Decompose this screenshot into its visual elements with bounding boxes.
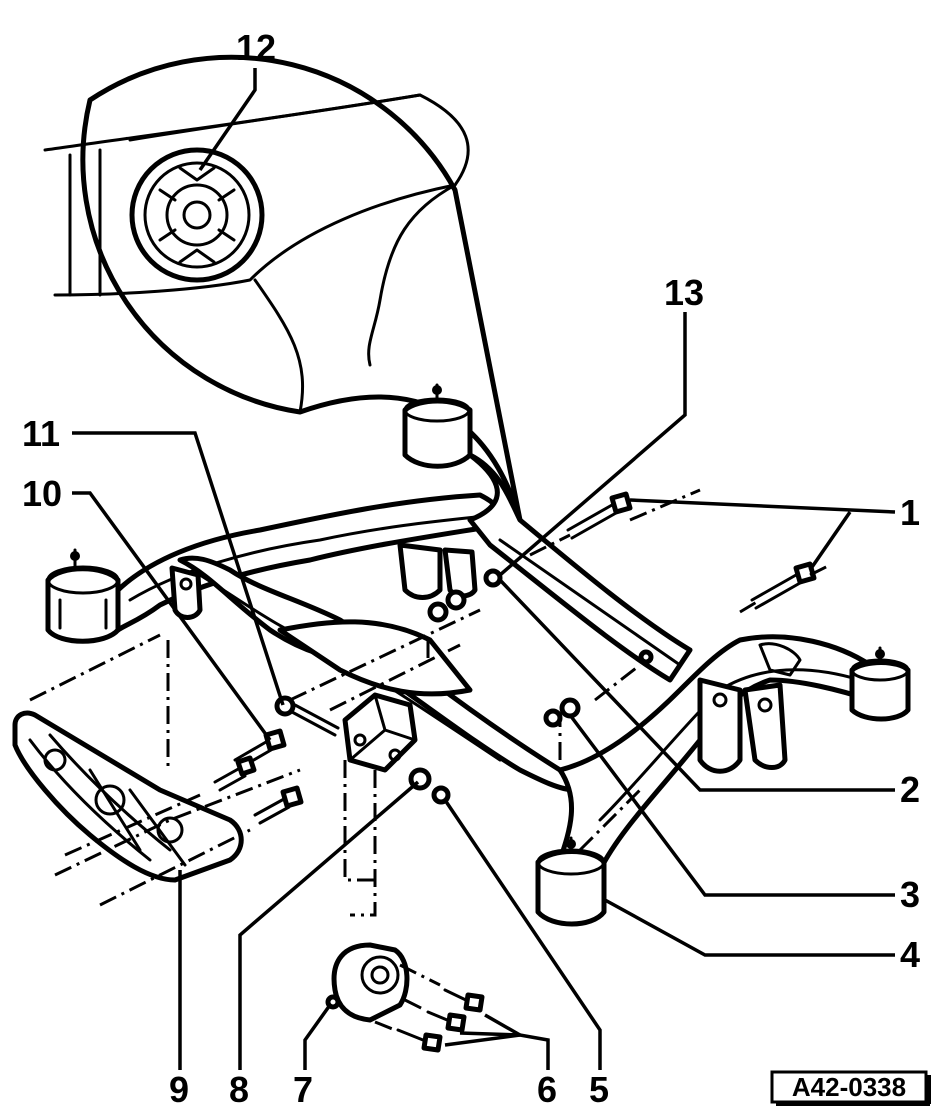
mount-bushing-rear-left xyxy=(402,383,473,469)
bolt-11 xyxy=(274,695,340,737)
bolt-6b xyxy=(426,1010,467,1033)
support-plate-9 xyxy=(12,710,244,883)
mount-bushing-front-right xyxy=(535,836,607,927)
callout-13: 13 xyxy=(664,272,704,313)
nut-5 xyxy=(431,785,451,805)
callout-2: 2 xyxy=(900,769,920,810)
bracket-right xyxy=(697,642,802,774)
bolt-6a xyxy=(443,988,485,1013)
detail-magnifier xyxy=(43,54,523,523)
bolt-1b xyxy=(750,561,817,610)
callout-3: 3 xyxy=(900,874,920,915)
bolt-10c xyxy=(253,785,304,825)
callout-8: 8 xyxy=(229,1069,249,1110)
nut-3b xyxy=(559,697,581,719)
fasteners xyxy=(213,491,817,1053)
callout-5: 5 xyxy=(589,1069,609,1110)
alignment-lines xyxy=(29,488,831,1032)
mount-bushing-left xyxy=(45,548,121,644)
figure-code-badge: A42-0338 xyxy=(770,1070,931,1106)
callout-7: 7 xyxy=(293,1069,313,1110)
bolt-10b xyxy=(213,755,257,792)
nut-upper-b xyxy=(445,589,467,611)
leader-lines xyxy=(72,68,896,1070)
callout-9: 9 xyxy=(169,1069,189,1110)
mount-bushing-rear-right xyxy=(849,646,911,722)
callout-4: 4 xyxy=(900,934,920,975)
nut-3a xyxy=(543,708,563,728)
bolt-10a xyxy=(233,728,287,770)
figure-code: A42-0338 xyxy=(792,1072,906,1102)
bolt-6c xyxy=(396,1028,443,1053)
callout-10: 10 xyxy=(22,473,62,514)
callout-labels: 1 2 3 4 5 6 7 8 9 10 11 12 13 xyxy=(22,27,920,1110)
callout-11: 11 xyxy=(22,413,60,454)
callout-6: 6 xyxy=(537,1069,557,1110)
subframe-body xyxy=(45,383,911,927)
bolt-2-head xyxy=(638,649,654,665)
bolt-1a xyxy=(566,491,633,540)
nut-13 xyxy=(483,568,503,588)
nut-upper-a xyxy=(427,601,449,623)
callout-1: 1 xyxy=(900,492,920,533)
rubber-mount-7 xyxy=(325,942,410,1023)
bushing-detail xyxy=(129,147,265,283)
center-bracket xyxy=(342,692,418,773)
callout-12: 12 xyxy=(236,27,276,68)
